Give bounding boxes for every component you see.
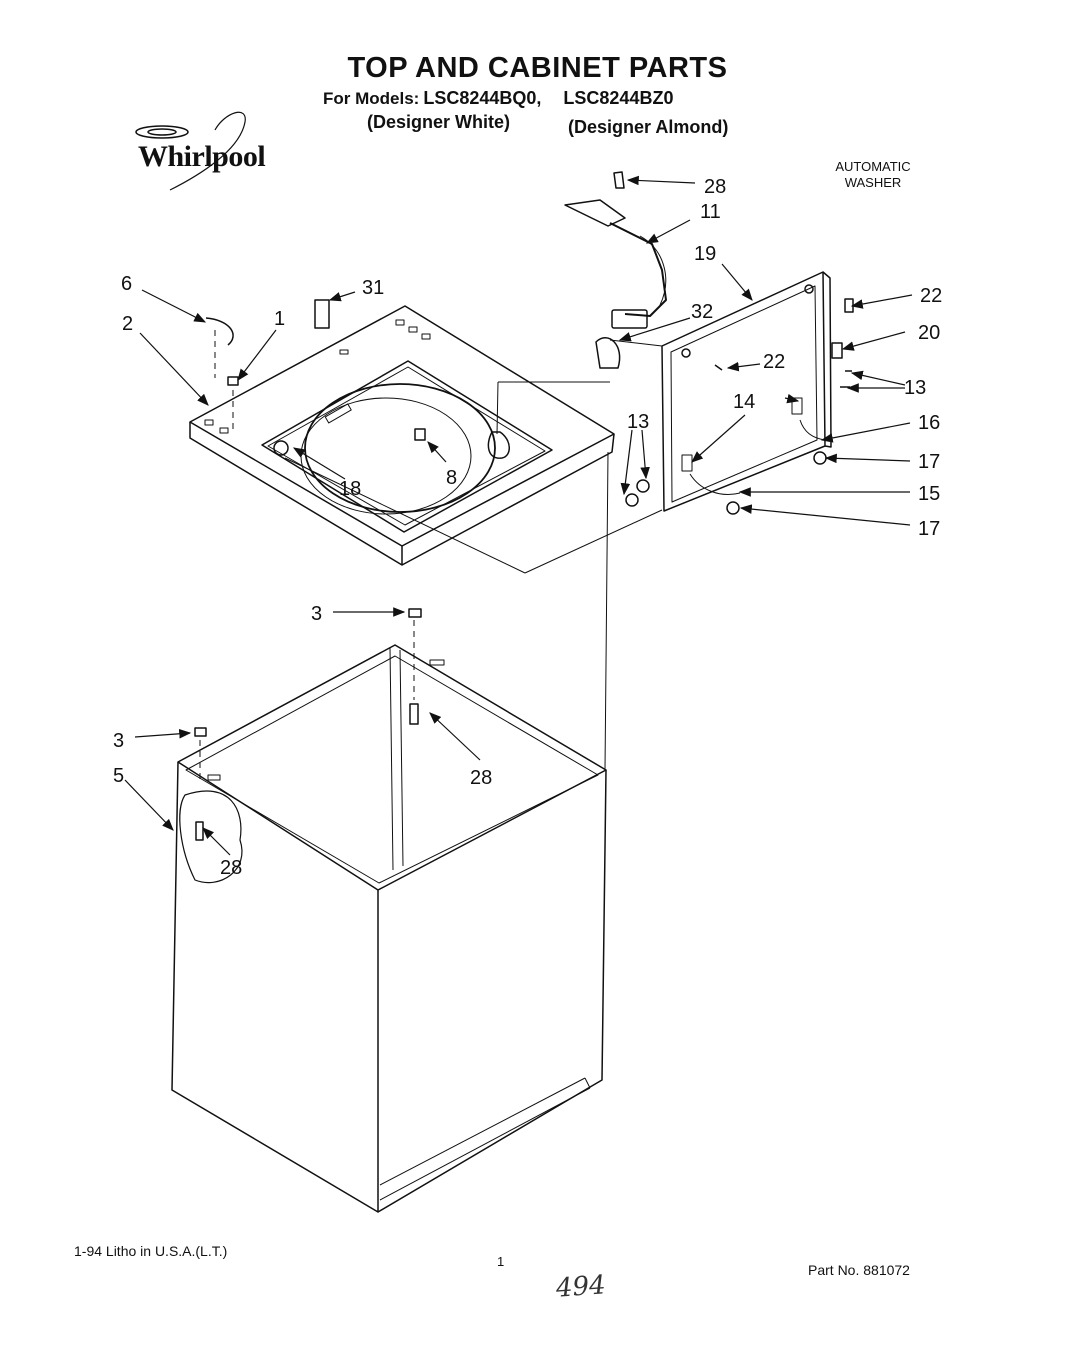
callout-label: 16 (918, 412, 940, 434)
callout-label: 3 (311, 603, 322, 625)
callout-label: 18 (339, 478, 361, 500)
model-number-2: LSC8244BZ0 (563, 88, 674, 108)
callout-label: 14 (733, 391, 755, 413)
callout-label: 13 (627, 411, 649, 433)
part-number: Part No. 881072 (808, 1262, 910, 1278)
callout-label: 11 (700, 201, 721, 223)
callout-label: 19 (694, 243, 716, 265)
callout-label: 17 (918, 451, 940, 473)
top-panel (189, 305, 615, 566)
callout-label: 6 (121, 273, 132, 295)
callout-label: 28 (704, 176, 726, 198)
callout-label: 5 (113, 765, 124, 787)
callout-label: 22 (763, 351, 785, 373)
model-number-1: LSC8244BQ0, (423, 88, 542, 108)
hinge-bracket (205, 317, 234, 346)
model-variant-1: (Designer White) (367, 112, 511, 132)
callout-label: 1 (274, 308, 285, 330)
models-line: For Models:LSC8244BQ0, LSC8244BZ0 (323, 88, 673, 109)
lid-handle-32 (595, 337, 621, 369)
callout-label: 32 (691, 301, 713, 323)
product-line-1: AUTOMATIC (835, 159, 911, 174)
callout-label: 31 (362, 277, 384, 299)
clip-31 (314, 299, 330, 329)
callout-label: 3 (113, 730, 124, 752)
callout-label: 28 (220, 857, 242, 879)
callout-label: 22 (920, 285, 942, 307)
page-number: 1 (497, 1254, 505, 1269)
litho-note: 1-94 Litho in U.S.A.(L.T.) (74, 1243, 228, 1259)
brand-logo-text: Whirlpool (138, 140, 266, 173)
callout-label: 28 (470, 767, 492, 789)
callout-label: 13 (904, 377, 926, 399)
callout-label: 2 (122, 313, 133, 335)
product-line-2: WASHER (844, 175, 902, 190)
callout-label: 8 (446, 467, 457, 489)
wire-harness (564, 171, 667, 329)
product-type: AUTOMATIC WASHER (828, 159, 918, 191)
model-variant-2: (Designer Almond) (568, 117, 729, 137)
callout-label: 15 (918, 483, 940, 505)
for-models-label: For Models: (323, 89, 420, 108)
callout-label: 17 (918, 518, 940, 540)
handwritten-note: 494 (555, 1270, 607, 1304)
whirlpool-logo (135, 111, 246, 191)
page-title: TOP AND CABINET PARTS (347, 52, 728, 84)
callout-label: 20 (918, 322, 940, 344)
cabinet (171, 608, 607, 1213)
console-panel (661, 271, 832, 512)
bumper-1 (227, 376, 239, 386)
